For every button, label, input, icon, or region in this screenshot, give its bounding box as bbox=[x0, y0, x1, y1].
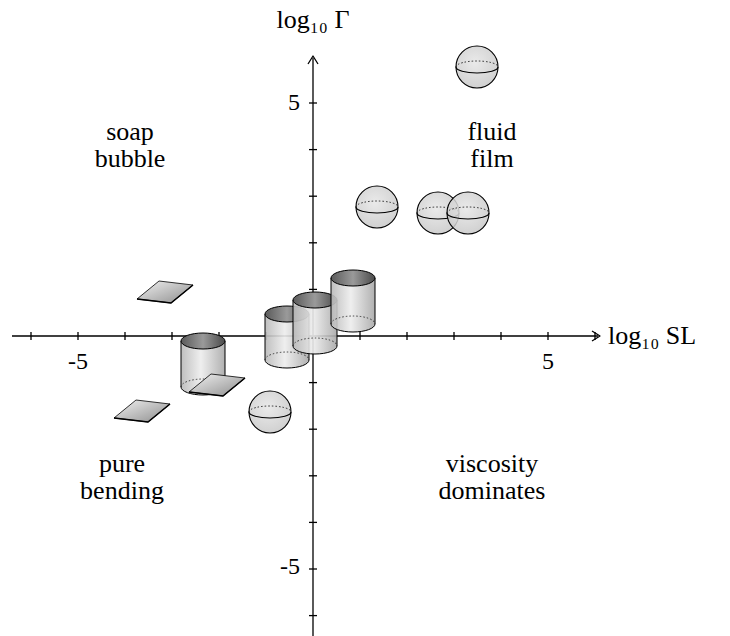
axis-tick bbox=[500, 332, 501, 340]
axis-tick bbox=[309, 615, 317, 616]
axis-tick bbox=[309, 429, 317, 430]
region-label: fluid film bbox=[467, 118, 516, 173]
tick-label: 5 bbox=[288, 90, 300, 115]
region-label: soap bubble bbox=[95, 118, 166, 173]
axis-tick bbox=[406, 332, 407, 340]
region-label: pure bending bbox=[80, 450, 164, 505]
axis-tick bbox=[359, 332, 360, 340]
axis-tick bbox=[124, 332, 125, 340]
axis-tick bbox=[547, 332, 548, 340]
axis-tick bbox=[77, 332, 78, 340]
axis-tick bbox=[309, 382, 317, 383]
axis-tick bbox=[171, 332, 172, 340]
axis-title: log₁₀ SL bbox=[608, 322, 696, 349]
axis-tick bbox=[309, 196, 317, 197]
axis-title: log₁₀ Γ bbox=[277, 6, 350, 33]
axis-tick bbox=[30, 332, 31, 340]
tick-label: 5 bbox=[542, 349, 554, 374]
axis-tick bbox=[309, 568, 317, 569]
axis-tick bbox=[309, 242, 317, 243]
axis-tick bbox=[309, 522, 317, 523]
axis-tick bbox=[309, 475, 317, 476]
axis-tick bbox=[594, 332, 595, 340]
axis-tick bbox=[453, 332, 454, 340]
axis-tick bbox=[309, 102, 317, 103]
region-label: viscosity dominates bbox=[439, 450, 546, 505]
tick-label: -5 bbox=[280, 554, 300, 579]
axis-tick bbox=[309, 149, 317, 150]
tick-label: -5 bbox=[68, 349, 88, 374]
axis-tick bbox=[309, 289, 317, 290]
